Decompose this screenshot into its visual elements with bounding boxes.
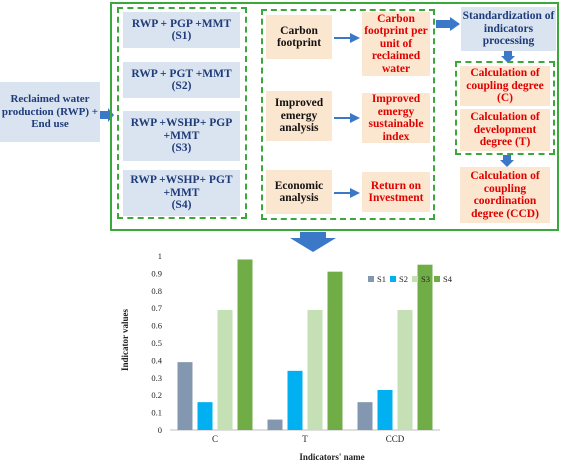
calc-t: Calculation of development degree (T): [460, 109, 550, 151]
y-axis: 0 0.1 0.2 0.3 0.4 0.5 0.6 0.7 0.8 0.9 1: [151, 251, 440, 435]
x-tick-label: T: [302, 434, 308, 444]
legend-label-s1: S1: [377, 274, 386, 284]
legend-swatch-s3: [412, 276, 418, 282]
calc-c: Calculation of coupling degree (C): [460, 66, 550, 106]
y-tick-label: 0.1: [151, 408, 162, 418]
legend-swatch-s4: [434, 276, 440, 282]
bar-s1-t: [267, 419, 283, 430]
bar-s2-c: [197, 402, 213, 430]
bar-s3-t: [307, 309, 323, 430]
indicator-roi: Return on Investment: [362, 172, 430, 212]
y-tick-label: 0.4: [151, 355, 162, 365]
y-tick-label: 0: [158, 425, 162, 435]
x-axis: C T CCD: [212, 434, 405, 444]
scenario-s3: RWP +WSHP+ PGP+MMT(S3): [123, 111, 240, 161]
bar-s3-ccd: [397, 309, 413, 430]
analysis-frame: [261, 9, 435, 220]
bar-s3-c: [217, 309, 233, 430]
y-tick-label: 1: [158, 251, 162, 261]
legend-label-s2: S2: [399, 274, 408, 284]
calc-frame: [455, 61, 555, 155]
source-box: Reclaimed water production (RWP) + End u…: [0, 82, 100, 142]
x-tick-label: CCD: [386, 434, 405, 444]
bar-s1-c: [177, 362, 193, 430]
y-axis-label: Indicator values: [120, 308, 130, 371]
arrow-to-standardization: [436, 17, 460, 31]
scenario-s4: RWP +WSHP+ PGT+MMT(S4): [123, 170, 240, 216]
bar-s1-ccd: [357, 402, 373, 430]
x-axis-label: Indicators' name: [299, 452, 364, 462]
bar-s2-ccd: [377, 389, 393, 430]
legend-label-s4: S4: [443, 274, 453, 284]
analysis-economic: Economic analysis: [266, 170, 332, 214]
y-tick-label: 0.8: [151, 286, 162, 296]
x-tick-label: C: [212, 434, 218, 444]
y-tick-label: 0.3: [151, 373, 162, 383]
y-tick-label: 0.2: [151, 390, 162, 400]
scenario-s1: RWP + PGP +MMT(S1): [123, 12, 240, 48]
analysis-carbon: Carbon footprint: [266, 15, 332, 59]
arrow-economic: [334, 188, 360, 198]
arrow-to-chart: [290, 232, 336, 252]
legend: S1 S2 S3 S4: [368, 274, 453, 284]
y-tick-label: 0.6: [151, 321, 162, 331]
scenario-s2: RWP + PGT +MMT(S2): [123, 62, 240, 98]
bar-s2-t: [287, 370, 303, 430]
arrow-emergy: [334, 113, 360, 123]
source-label: Reclaimed water production (RWP) + End u…: [1, 93, 99, 131]
legend-swatch-s1: [368, 276, 374, 282]
arrow-down-1: [501, 51, 515, 63]
analysis-emergy: Improved emergy analysis: [266, 91, 332, 141]
bar-s4-t: [327, 271, 343, 430]
calc-ccd: Calculation of coupling coordination deg…: [460, 167, 550, 223]
bars: [177, 259, 433, 430]
arrow-carbon: [334, 33, 360, 43]
y-tick-label: 0.5: [151, 338, 162, 348]
y-tick-label: 0.9: [151, 268, 162, 278]
legend-swatch-s2: [390, 276, 396, 282]
standardization-box: Standardization of indicators processing: [461, 7, 556, 51]
arrow-down-2: [500, 155, 514, 167]
bar-s4-c: [237, 259, 253, 430]
bar-chart: 0 0.1 0.2 0.3 0.4 0.5 0.6 0.7 0.8 0.9 1 C T CCD S1 S2…: [120, 251, 453, 462]
legend-label-s3: S3: [421, 274, 430, 284]
process-frame: [110, 2, 559, 231]
indicator-carbon: Carbon footprint per unit of reclaimed w…: [362, 12, 430, 76]
indicator-emergy: Improved emergy sustainable index: [362, 93, 430, 143]
bar-s4-ccd: [417, 264, 433, 430]
y-tick-label: 0.7: [151, 303, 162, 313]
scenarios-frame: [117, 7, 247, 219]
